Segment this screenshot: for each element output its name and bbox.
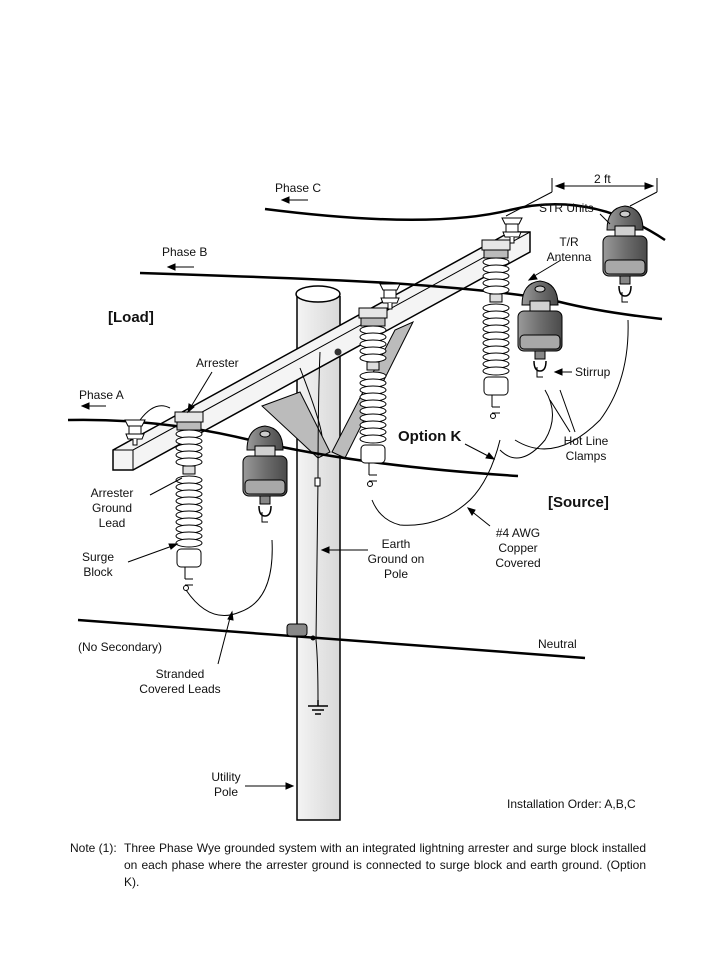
no-secondary-label: (No Secondary): [78, 640, 163, 654]
phase-c-conductor: [264, 203, 666, 242]
surge-block-label: Surge Block: [81, 550, 115, 579]
neutral-clamp: [286, 623, 316, 641]
stranded-leads-label: Stranded Covered Leads: [139, 667, 221, 696]
arrester-phase-b: [358, 307, 388, 487]
str-units-label: STR Units: [539, 201, 594, 215]
leader-lines: [80, 196, 611, 790]
earth-ground-symbol: [308, 700, 328, 715]
str-unit-phase-a: [242, 425, 288, 523]
str-unit-phase-c: [602, 205, 648, 303]
phase-c-label: Phase C: [275, 181, 322, 195]
footnote-lead: Note (1):: [70, 841, 117, 855]
str-unit-phase-b: [517, 280, 563, 378]
earth-ground-label: Earth Ground on Pole: [367, 537, 425, 581]
ground-leads: [139, 319, 629, 701]
arrester-phase-c: [481, 239, 511, 419]
utility-pole-label: Utility Pole: [211, 770, 241, 799]
arrester-label: Arrester: [196, 356, 239, 370]
dimension-marker: [505, 178, 658, 217]
arrester-ground-lead-label: Arrester Ground Lead: [90, 486, 134, 530]
neutral-label: Neutral: [538, 637, 577, 651]
hot-line-clamps-label: Hot Line Clamps: [563, 434, 609, 463]
source-label: [Source]: [548, 494, 609, 511]
tr-antenna-label: T/R Antenna: [546, 235, 592, 264]
phase-a-label: Phase A: [79, 388, 124, 402]
installation-order-label: Installation Order: A,B,C: [507, 797, 636, 811]
neutral-conductor: [77, 618, 586, 660]
footnote-body: Three Phase Wye grounded system with an …: [124, 841, 646, 889]
stirrup-label: Stirrup: [575, 365, 611, 379]
arrester-phase-a: [174, 411, 204, 591]
dimension-label: 2 ft: [594, 172, 611, 186]
load-label: [Load]: [108, 309, 154, 326]
phase-b-conductor: [139, 271, 663, 321]
phase-b-label: Phase B: [162, 245, 208, 259]
option-k-label: Option K: [398, 428, 462, 445]
awg-copper-label: #4 AWG Copper Covered: [495, 526, 541, 570]
